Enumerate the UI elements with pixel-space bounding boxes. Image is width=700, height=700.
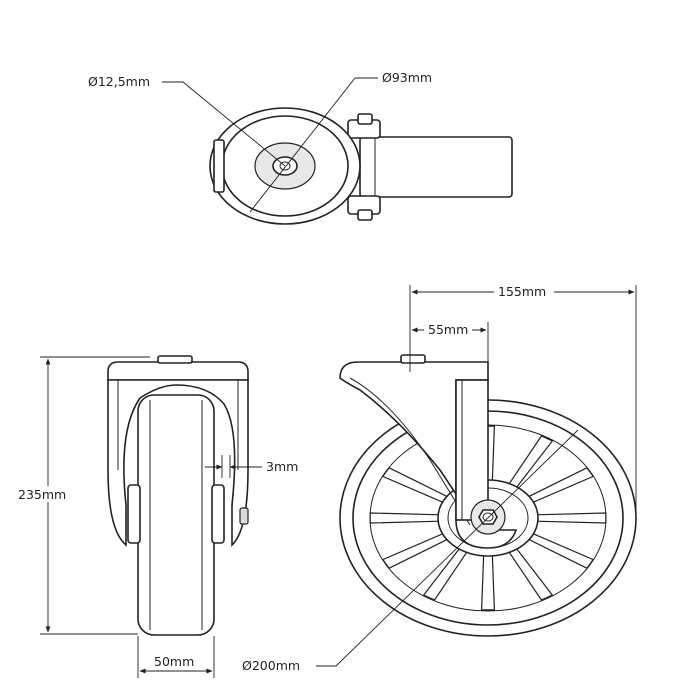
top-view: Ø12,5mm Ø93mm: [88, 70, 513, 225]
front-view-wheel: [137, 394, 215, 636]
front-view: 235mm 3mm 50mm: [14, 355, 298, 678]
leader-axle-diameter: [162, 81, 286, 167]
label-top-wheel-diameter: Ø93mm: [382, 70, 432, 85]
spoke: [535, 512, 607, 524]
label-offset: 55mm: [428, 322, 468, 337]
spoke: [369, 512, 441, 524]
leader-wheel-diameter: [316, 429, 579, 667]
front-view-top-plate: [107, 361, 249, 381]
front-view-fork: [107, 379, 249, 547]
side-view: 155mm 55mm Ø200mm: [242, 284, 637, 673]
side-view-stem: [455, 379, 489, 521]
top-view-fork-body: [359, 136, 513, 198]
side-view-fork-bracket: [339, 361, 518, 549]
label-wheel-diameter: Ø200mm: [242, 658, 300, 673]
spoke: [480, 553, 496, 611]
label-plate-gap: 3mm: [266, 459, 298, 474]
leader-top-wheel-diameter: [249, 77, 378, 213]
label-axle-diameter: Ø12,5mm: [88, 74, 150, 89]
label-total-height: 235mm: [18, 487, 66, 502]
label-total-width: 155mm: [498, 284, 546, 299]
label-wheel-width: 50mm: [154, 654, 194, 669]
